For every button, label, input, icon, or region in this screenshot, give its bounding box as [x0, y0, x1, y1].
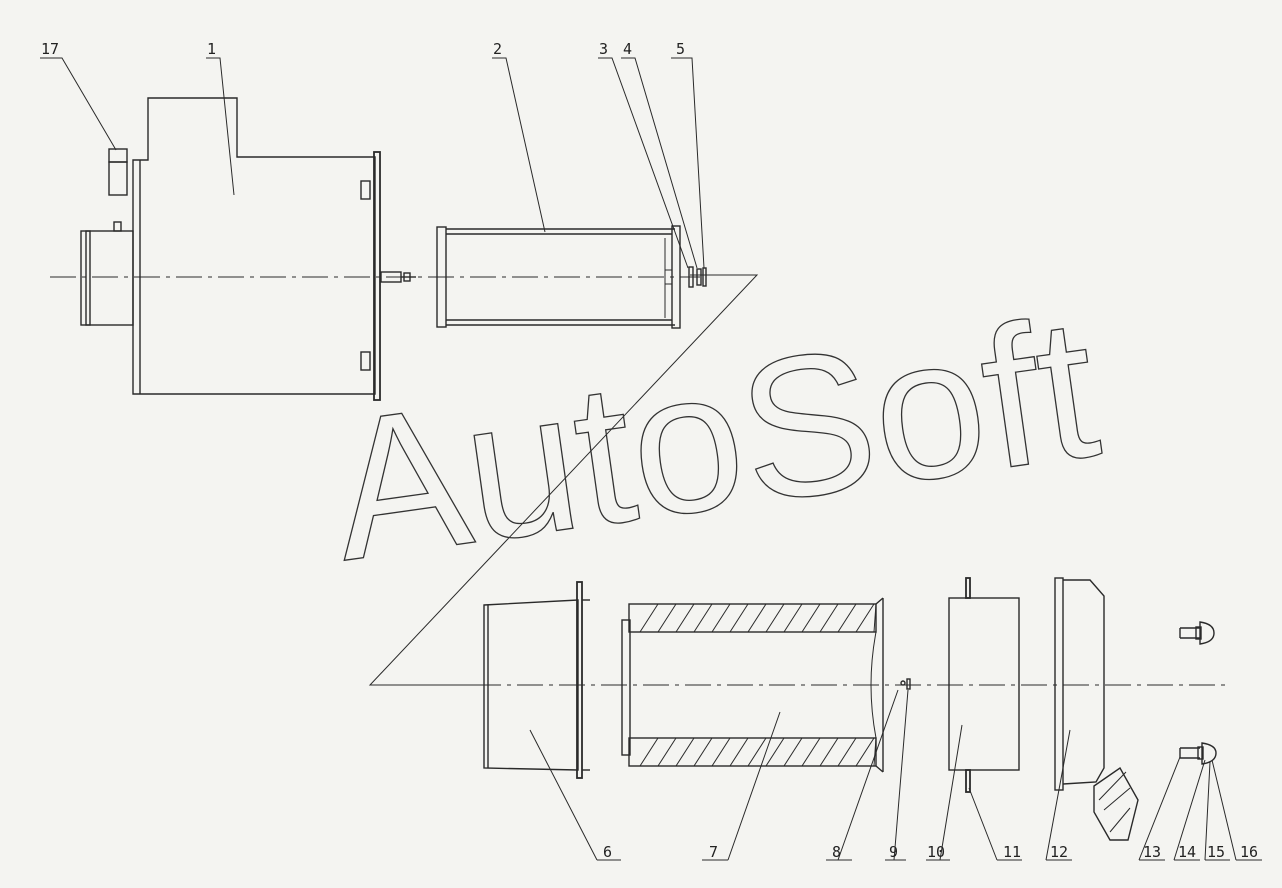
label-part-6: 6	[603, 843, 612, 861]
label-part-8: 8	[832, 843, 841, 861]
label-part-14: 14	[1178, 843, 1196, 861]
part-10-cover	[948, 577, 1020, 793]
hatch-stroke	[711, 737, 731, 767]
assembly-connector-line	[368, 274, 759, 686]
hatch-stroke	[765, 603, 785, 633]
hatch-stroke	[693, 603, 713, 633]
hatch-stroke	[765, 737, 785, 767]
part-7-filter-element	[621, 597, 884, 773]
hatch-stroke	[837, 737, 857, 767]
hatch-stroke	[675, 737, 695, 767]
hatch-stroke	[747, 737, 767, 767]
hatch-stroke	[783, 737, 803, 767]
hatch-stroke	[711, 603, 731, 633]
hatch-stroke	[819, 737, 839, 767]
hatch-bottom	[639, 737, 877, 767]
part-12-end-cap	[1054, 577, 1139, 841]
label-part-9: 9	[889, 843, 898, 861]
label-part-10: 10	[927, 843, 945, 861]
label-part-4: 4	[623, 40, 632, 58]
label-part-5: 5	[676, 40, 685, 58]
label-part-17: 17	[41, 40, 59, 58]
hatch-stroke	[639, 737, 659, 767]
hatch-stroke	[837, 603, 857, 633]
label-part-3: 3	[599, 40, 608, 58]
hatch-stroke	[873, 603, 877, 633]
label-part-16: 16	[1240, 843, 1258, 861]
hatch-stroke	[801, 603, 821, 633]
hatch-stroke	[675, 603, 695, 633]
hatch-stroke	[855, 737, 875, 767]
hatch-stroke	[855, 603, 875, 633]
hatch-stroke	[801, 737, 821, 767]
hatch-stroke	[729, 603, 749, 633]
hatch-stroke	[729, 737, 749, 767]
parts-8-9	[900, 678, 911, 690]
label-part-1: 1	[207, 40, 216, 58]
part-13-16-wing-bolts	[1179, 621, 1217, 765]
hatch-stroke	[819, 603, 839, 633]
hatch-stroke	[693, 737, 713, 767]
part-2-cartridge	[436, 225, 681, 329]
hatch-stroke	[657, 737, 677, 767]
hatch-stroke	[747, 603, 767, 633]
part-17-box	[108, 148, 128, 196]
label-part-12: 12	[1050, 843, 1068, 861]
parts-3-4-5-washers	[688, 266, 707, 288]
label-part-2: 2	[493, 40, 502, 58]
hatch-stroke	[873, 737, 877, 767]
part-6-cup	[483, 581, 590, 779]
label-part-13: 13	[1143, 843, 1161, 861]
hatch-top	[639, 603, 877, 633]
part-1-housing	[80, 97, 416, 401]
leader-lines	[40, 57, 1262, 861]
label-part-15: 15	[1207, 843, 1225, 861]
hatch-stroke	[639, 603, 659, 633]
hatch-stroke	[657, 603, 677, 633]
label-part-7: 7	[709, 843, 718, 861]
hatch-stroke	[783, 603, 803, 633]
label-part-11: 11	[1003, 843, 1021, 861]
